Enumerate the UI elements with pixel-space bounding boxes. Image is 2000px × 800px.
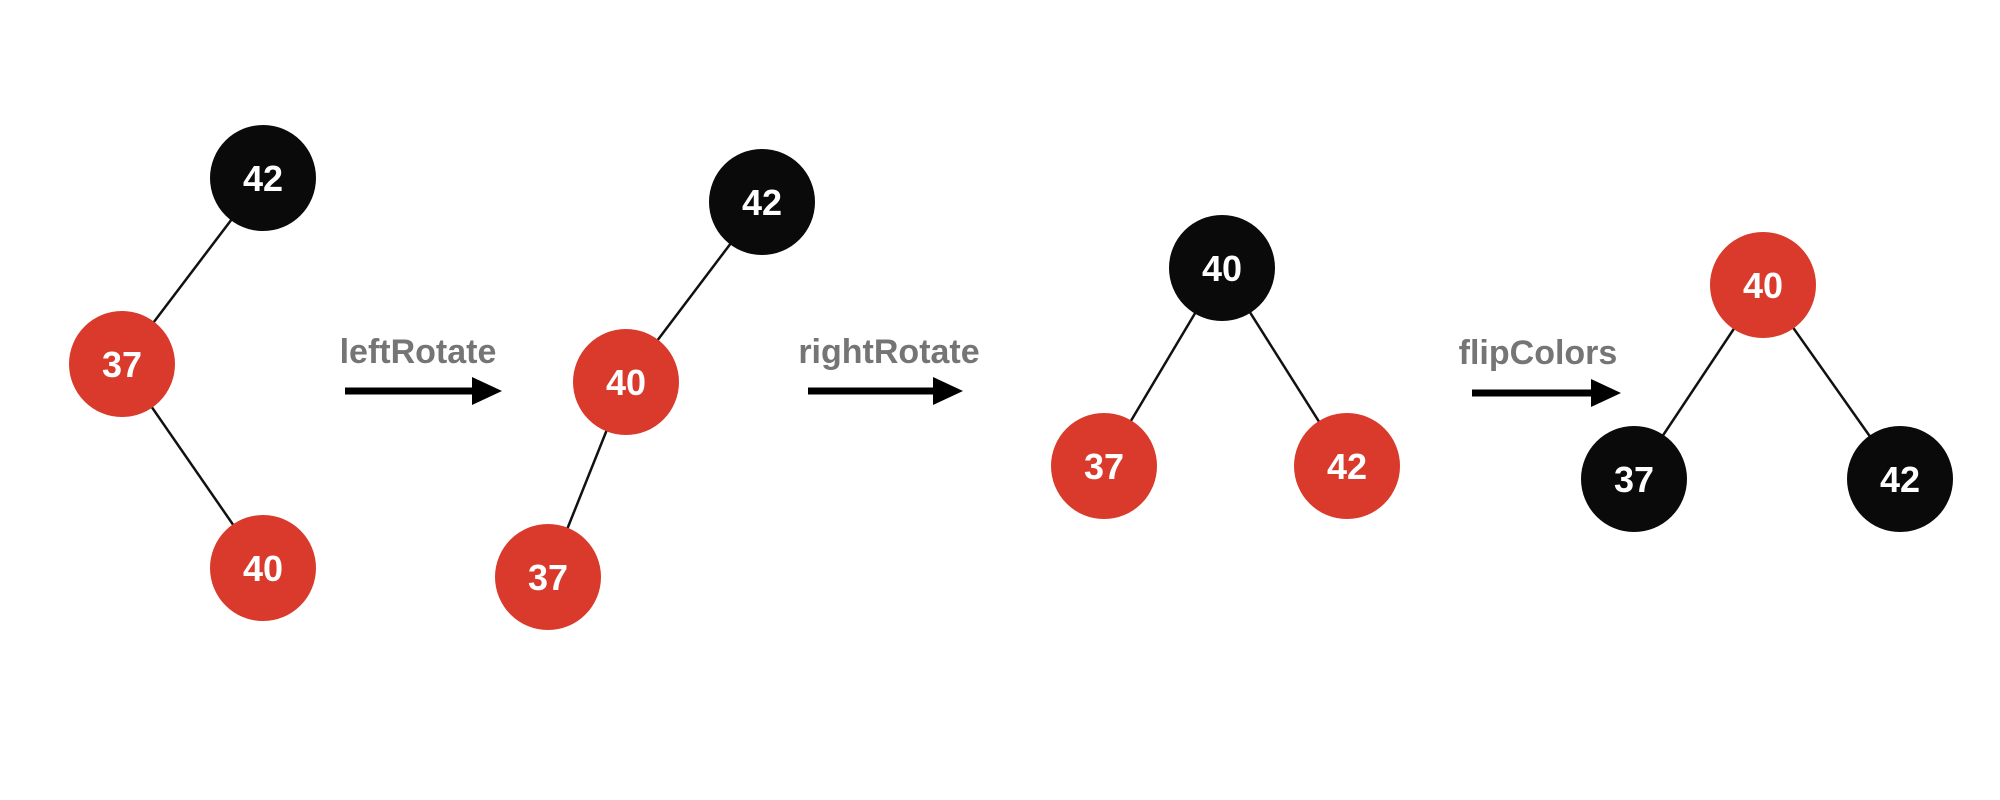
black-node-circle [210, 125, 316, 231]
node-value: 42 [742, 182, 782, 223]
red-node-circle [1294, 413, 1400, 519]
black-node-circle [1847, 426, 1953, 532]
node-value: 37 [1084, 446, 1124, 487]
node-value: 37 [528, 557, 568, 598]
tree-after-left-rotate: 42 40 37 [495, 149, 815, 630]
operation-label: leftRotate [340, 333, 497, 371]
operation-label: rightRotate [798, 333, 979, 371]
tree-node-red: 40 [1710, 232, 1816, 338]
red-node-circle [69, 311, 175, 417]
black-node-circle [1169, 215, 1275, 321]
arrow-head-icon [933, 377, 963, 405]
black-node-circle [709, 149, 815, 255]
operation-1: rightRotate [798, 333, 980, 405]
tree-node-red: 37 [495, 524, 601, 630]
tree-after-flip-colors: 40 37 42 [1581, 232, 1953, 532]
tree-node-red: 37 [1051, 413, 1157, 519]
tree-node-black: 42 [1847, 426, 1953, 532]
red-node-circle [210, 515, 316, 621]
tree-node-black: 40 [1169, 215, 1275, 321]
operation-0: leftRotate [340, 333, 502, 405]
black-node-circle [1581, 426, 1687, 532]
red-node-circle [1051, 413, 1157, 519]
tree-node-red: 40 [573, 329, 679, 435]
node-value: 37 [1614, 459, 1654, 500]
arrow-head-icon [472, 377, 502, 405]
node-value: 42 [1880, 459, 1920, 500]
node-value: 37 [102, 344, 142, 385]
red-node-circle [495, 524, 601, 630]
node-value: 42 [243, 158, 283, 199]
tree-node-red: 37 [69, 311, 175, 417]
node-value: 40 [243, 548, 283, 589]
node-value: 40 [1743, 265, 1783, 306]
tree-node-black: 42 [709, 149, 815, 255]
node-value: 40 [606, 362, 646, 403]
tree-node-red: 42 [1294, 413, 1400, 519]
node-value: 40 [1202, 248, 1242, 289]
arrow-head-icon [1591, 379, 1621, 407]
tree-after-right-rotate: 40 37 42 [1051, 215, 1400, 519]
tree-node-black: 42 [210, 125, 316, 231]
tree-node-black: 37 [1581, 426, 1687, 532]
operation-label: flipColors [1459, 334, 1618, 372]
tree-node-red: 40 [210, 515, 316, 621]
red-node-circle [1710, 232, 1816, 338]
red-node-circle [573, 329, 679, 435]
tree-initial: 42 37 40 [69, 125, 316, 621]
node-value: 42 [1327, 446, 1367, 487]
operation-2: flipColors [1459, 334, 1621, 407]
